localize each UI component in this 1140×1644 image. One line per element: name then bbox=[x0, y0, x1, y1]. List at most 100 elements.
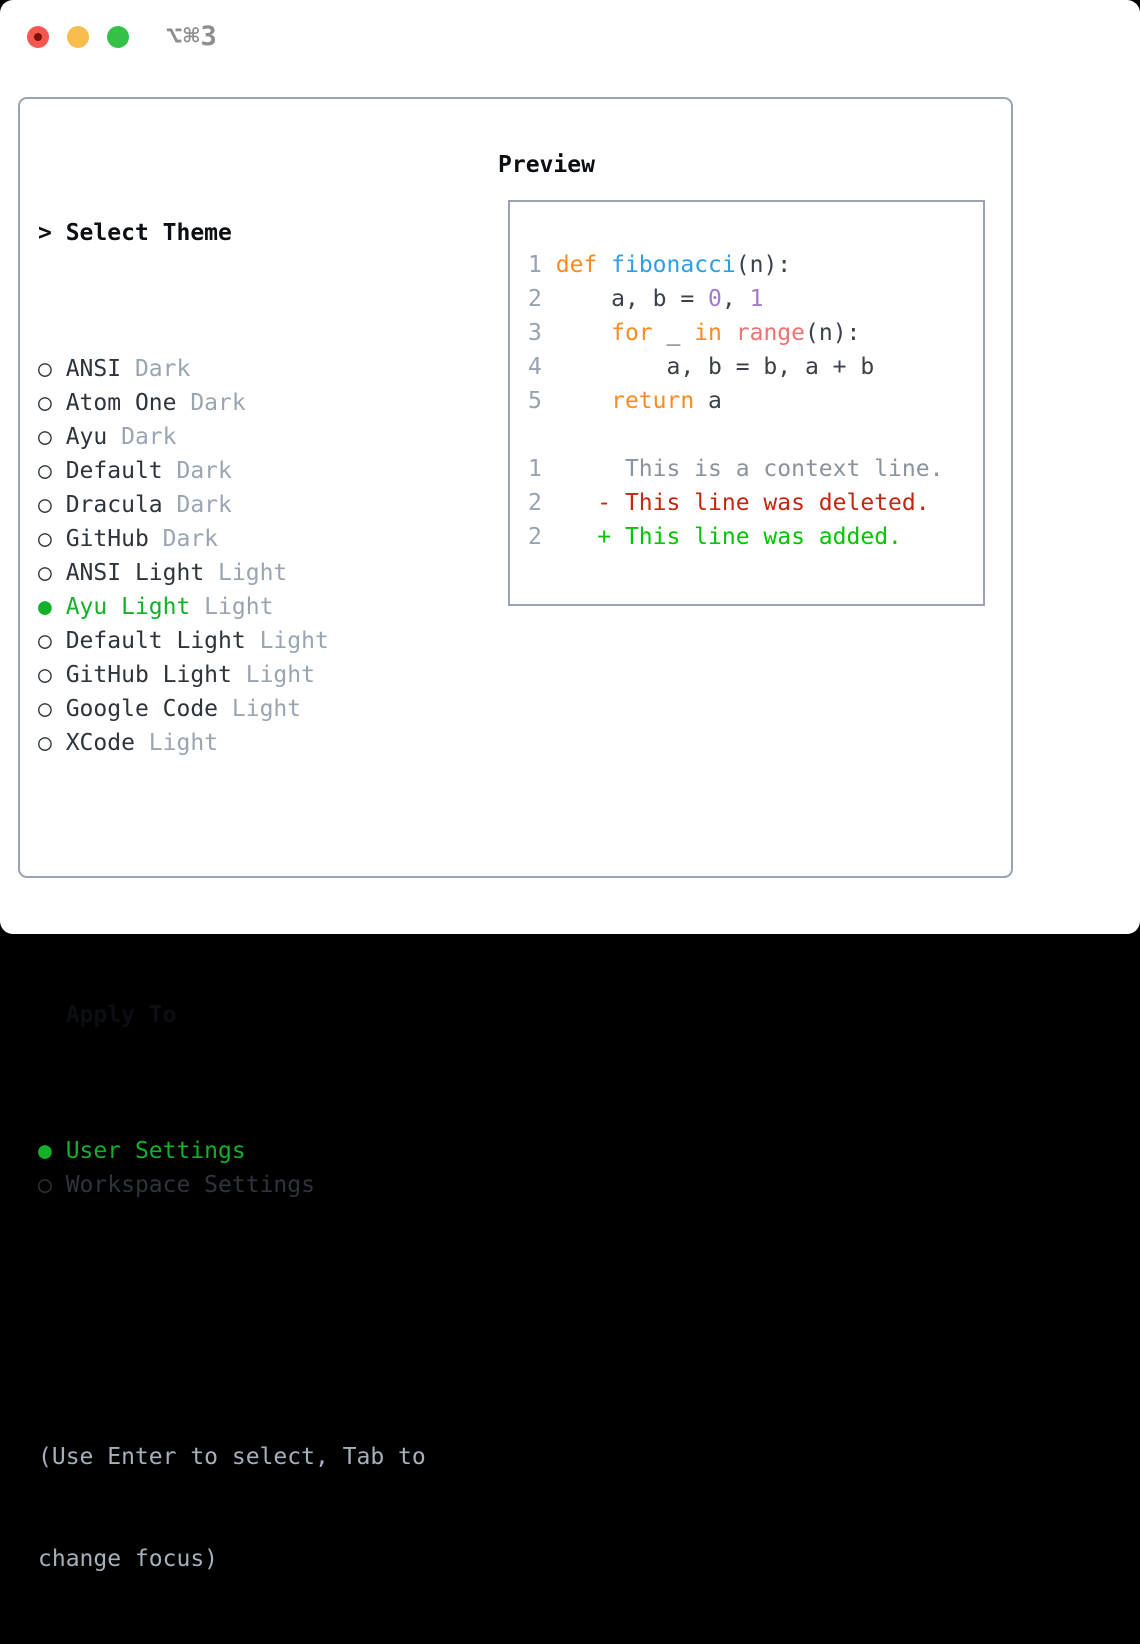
code-token: , bbox=[721, 286, 750, 312]
theme-item-default-light[interactable]: ○ Default Light Light bbox=[38, 624, 426, 658]
apply-option-user-settings[interactable]: ● User Settings bbox=[38, 1134, 426, 1168]
preview-line: 4 a, b = b, a + b bbox=[528, 350, 983, 384]
radio-icon: ○ bbox=[38, 628, 66, 654]
theme-item-github[interactable]: ○ GitHub Dark bbox=[38, 522, 426, 556]
theme-item-ansi[interactable]: ○ ANSI Dark bbox=[38, 352, 426, 386]
theme-name: Default Light bbox=[65, 628, 246, 654]
theme-variant: Dark bbox=[176, 390, 246, 416]
radio-selected-icon: ● bbox=[38, 594, 66, 620]
hint-line-1: (Use Enter to select, Tab to bbox=[38, 1444, 426, 1470]
code-token: + This line was added. bbox=[541, 524, 902, 550]
code-token bbox=[542, 388, 611, 414]
code-token: 1 bbox=[749, 286, 764, 312]
theme-item-ayu[interactable]: ○ Ayu Dark bbox=[38, 420, 426, 454]
radio-icon: ○ bbox=[38, 458, 66, 484]
code-token: - This line was deleted. bbox=[541, 490, 930, 516]
theme-selector-panel: > Select Theme ○ ANSI Dark○ Atom One Dar… bbox=[18, 97, 1013, 1572]
code-token: return bbox=[611, 388, 695, 414]
preview-title: Preview bbox=[498, 152, 595, 178]
code-token: (n): bbox=[735, 252, 792, 278]
radio-selected-icon: ● bbox=[38, 1138, 66, 1164]
theme-variant: Dark bbox=[162, 492, 232, 518]
theme-item-google-code[interactable]: ○ Google Code Light bbox=[38, 692, 426, 726]
theme-variant: Light bbox=[231, 662, 315, 688]
minimize-button[interactable] bbox=[67, 26, 89, 48]
theme-item-default[interactable]: ○ Default Dark bbox=[38, 454, 426, 488]
preview-line bbox=[528, 418, 983, 452]
code-token: _ bbox=[652, 320, 695, 346]
theme-name: GitHub bbox=[65, 526, 149, 552]
theme-name: Ayu bbox=[65, 424, 108, 450]
theme-name: Google Code bbox=[65, 696, 219, 722]
apply-to-header: Apply To bbox=[38, 998, 426, 1032]
preview-line: 1 This is a context line. bbox=[528, 452, 983, 486]
theme-name: Ayu Light bbox=[65, 594, 191, 620]
theme-name: Dracula bbox=[65, 492, 163, 518]
app-window: ⌥⌘3 > Select Theme ○ ANSI Dark○ Atom One… bbox=[0, 0, 1140, 1572]
code-token: a bbox=[694, 388, 722, 414]
line-number: 1 bbox=[528, 456, 542, 482]
radio-icon: ○ bbox=[38, 730, 66, 756]
code-token: a, b = bbox=[541, 286, 709, 312]
code-token bbox=[542, 320, 611, 346]
zoom-button[interactable] bbox=[107, 26, 129, 48]
close-dot-icon bbox=[34, 33, 42, 41]
code-token: This is a context line. bbox=[541, 456, 944, 482]
titlebar: ⌥⌘3 bbox=[0, 0, 1140, 74]
theme-item-ansi-light[interactable]: ○ ANSI Light Light bbox=[38, 556, 426, 590]
preview-line: 1 def fibonacci(n): bbox=[528, 248, 983, 282]
preview-line: 2 a, b = 0, 1 bbox=[528, 282, 983, 316]
radio-icon: ○ bbox=[38, 390, 66, 416]
theme-name: Default bbox=[65, 458, 163, 484]
window-title-shortcut: ⌥⌘3 bbox=[166, 21, 218, 52]
line-number: 2 bbox=[528, 286, 542, 312]
code-token: in bbox=[694, 320, 722, 346]
theme-variant: Light bbox=[190, 594, 274, 620]
line-number: 2 bbox=[528, 490, 542, 516]
close-button[interactable] bbox=[27, 26, 49, 48]
theme-variant: Dark bbox=[162, 458, 232, 484]
code-token: 0 bbox=[708, 286, 722, 312]
theme-variant: Light bbox=[245, 628, 329, 654]
spacer bbox=[38, 862, 426, 896]
line-number: 2 bbox=[528, 524, 542, 550]
apply-option-workspace-settings[interactable]: ○ Workspace Settings bbox=[38, 1168, 426, 1202]
hint-line-2: change focus) bbox=[38, 1546, 219, 1572]
code-token: def bbox=[555, 252, 598, 278]
apply-to-list: ● User Settings○ Workspace Settings bbox=[38, 1134, 426, 1202]
code-token: a, b = b, a + b bbox=[541, 354, 875, 380]
theme-name: ANSI bbox=[65, 356, 122, 382]
code-token: fibonacci bbox=[611, 252, 736, 278]
radio-icon: ○ bbox=[38, 424, 66, 450]
theme-variant: Dark bbox=[148, 526, 219, 552]
theme-item-github-light[interactable]: ○ GitHub Light Light bbox=[38, 658, 426, 692]
theme-item-atom-one[interactable]: ○ Atom One Dark bbox=[38, 386, 426, 420]
preview-line: 5 return a bbox=[528, 384, 983, 418]
apply-option-label: Workspace Settings bbox=[65, 1172, 315, 1198]
radio-icon: ○ bbox=[38, 356, 66, 382]
preview-line: 3 for _ in range(n): bbox=[528, 316, 983, 350]
theme-list: ○ ANSI Dark○ Atom One Dark○ Ayu Dark○ De… bbox=[38, 352, 426, 760]
line-number: 1 bbox=[528, 252, 542, 278]
code-token: for bbox=[611, 320, 653, 346]
theme-item-xcode[interactable]: ○ XCode Light bbox=[38, 726, 426, 760]
indent bbox=[38, 1002, 66, 1028]
spacer bbox=[38, 1304, 426, 1338]
theme-variant: Dark bbox=[107, 424, 177, 450]
preview-line: 2 + This line was added. bbox=[528, 520, 983, 554]
line-number: 3 bbox=[528, 320, 542, 346]
theme-name: Atom One bbox=[65, 390, 177, 416]
select-theme-header: > Select Theme bbox=[38, 216, 426, 250]
theme-item-dracula[interactable]: ○ Dracula Dark bbox=[38, 488, 426, 522]
theme-name: ANSI Light bbox=[65, 560, 205, 586]
code-token: range bbox=[735, 320, 806, 346]
code-token bbox=[597, 252, 611, 278]
code-token: (n): bbox=[805, 320, 861, 346]
theme-item-ayu-light[interactable]: ● Ayu Light Light bbox=[38, 590, 426, 624]
radio-icon: ○ bbox=[38, 492, 66, 518]
theme-name: XCode bbox=[65, 730, 135, 756]
preview-line: 2 - This line was deleted. bbox=[528, 486, 983, 520]
prompt-icon: > bbox=[38, 220, 66, 246]
theme-variant: Light bbox=[204, 560, 288, 586]
apply-to-title: Apply To bbox=[65, 1002, 177, 1028]
